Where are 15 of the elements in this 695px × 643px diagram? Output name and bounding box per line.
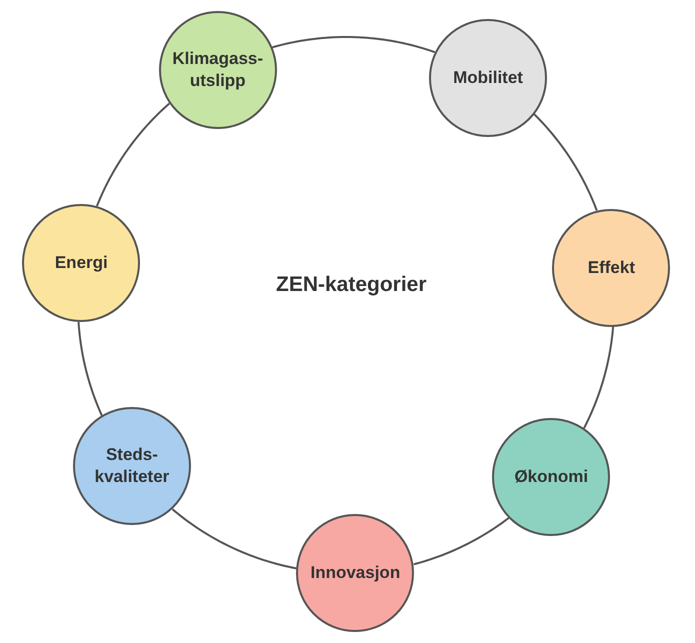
category-label: Mobilitet: [452, 66, 524, 89]
category-label: Innovasjon: [309, 562, 402, 584]
category-label: Effekt: [586, 256, 636, 279]
category-label: Energi: [54, 252, 109, 274]
category-label: Steds- kvaliteter: [94, 444, 170, 488]
connector-line: [583, 326, 614, 429]
category-label: Økonomi: [513, 466, 590, 488]
connector-line: [96, 102, 170, 207]
connector-line: [78, 322, 103, 416]
center-label: ZEN-kategorier: [276, 273, 427, 297]
category-label: Klimagass- utslipp: [171, 48, 264, 92]
connector-line: [272, 36, 436, 54]
connector-line: [534, 114, 598, 211]
connector-line: [413, 517, 510, 566]
connector-line: [172, 508, 297, 570]
